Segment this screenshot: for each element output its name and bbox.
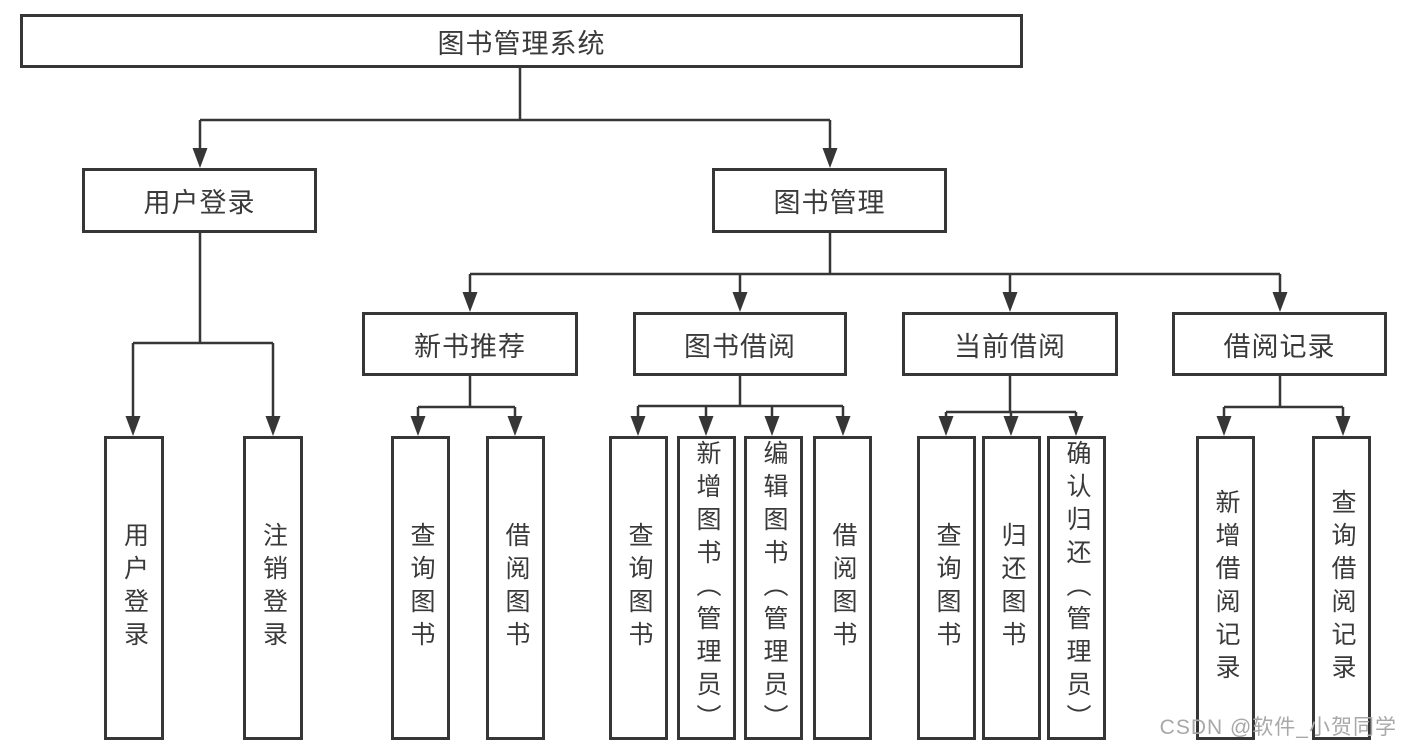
node-label: 图书借阅 — [684, 331, 796, 362]
leaf-nb-borrow-books: 借阅图书 — [486, 436, 545, 740]
leaf-label: 查询图书 — [625, 522, 653, 654]
leaf-br-add-record: 新增借阅记录 — [1196, 436, 1255, 740]
leaf-label: 借阅图书 — [829, 522, 857, 654]
leaf-cb-confirm-return-admin: 确认归还（管理员） — [1047, 436, 1106, 740]
node-book-borrowing: 图书借阅 — [633, 312, 847, 376]
leaf-label: 新增图书（管理员） — [693, 439, 721, 737]
leaf-label: 查询图书 — [933, 522, 961, 654]
leaf-label: 确认归还（管理员） — [1063, 439, 1091, 737]
node-root: 图书管理系统 — [20, 14, 1023, 68]
leaf-logout: 注销登录 — [243, 436, 303, 740]
node-label: 用户登录 — [143, 188, 256, 218]
leaf-bb-query-books: 查询图书 — [609, 436, 668, 740]
leaf-cb-return-books: 归还图书 — [982, 436, 1041, 740]
node-label: 图书管理 — [773, 188, 886, 218]
node-current-borrowing: 当前借阅 — [902, 312, 1118, 376]
node-user-login: 用户登录 — [82, 168, 317, 233]
leaf-bb-borrow-books: 借阅图书 — [813, 436, 872, 740]
leaf-label: 注销登录 — [259, 522, 288, 654]
leaf-br-query-record: 查询借阅记录 — [1312, 436, 1371, 740]
leaf-user-login: 用户登录 — [104, 436, 164, 740]
watermark: CSDN @软件_小贺同学 — [1159, 716, 1397, 739]
leaf-label: 查询图书 — [407, 522, 435, 654]
node-borrowing-records: 借阅记录 — [1172, 312, 1387, 376]
node-root-label: 图书管理系统 — [437, 28, 606, 59]
node-label: 当前借阅 — [954, 331, 1066, 362]
leaf-cb-query-books: 查询图书 — [917, 436, 976, 740]
leaf-bb-edit-books-admin: 编辑图书（管理员） — [744, 436, 803, 740]
leaf-label: 编辑图书（管理员） — [760, 439, 788, 737]
leaf-label: 用户登录 — [120, 522, 149, 654]
leaf-label: 查询借阅记录 — [1328, 489, 1356, 687]
node-label: 新书推荐 — [414, 331, 526, 362]
leaf-bb-add-books-admin: 新增图书（管理员） — [677, 436, 736, 740]
leaf-label: 借阅图书 — [502, 522, 530, 654]
leaf-nb-query-books: 查询图书 — [391, 436, 450, 740]
node-new-book-recommend: 新书推荐 — [362, 312, 578, 376]
leaf-label: 归还图书 — [998, 522, 1026, 654]
leaf-label: 新增借阅记录 — [1212, 489, 1240, 687]
node-label: 借阅记录 — [1223, 331, 1336, 362]
node-book-management: 图书管理 — [712, 168, 947, 233]
